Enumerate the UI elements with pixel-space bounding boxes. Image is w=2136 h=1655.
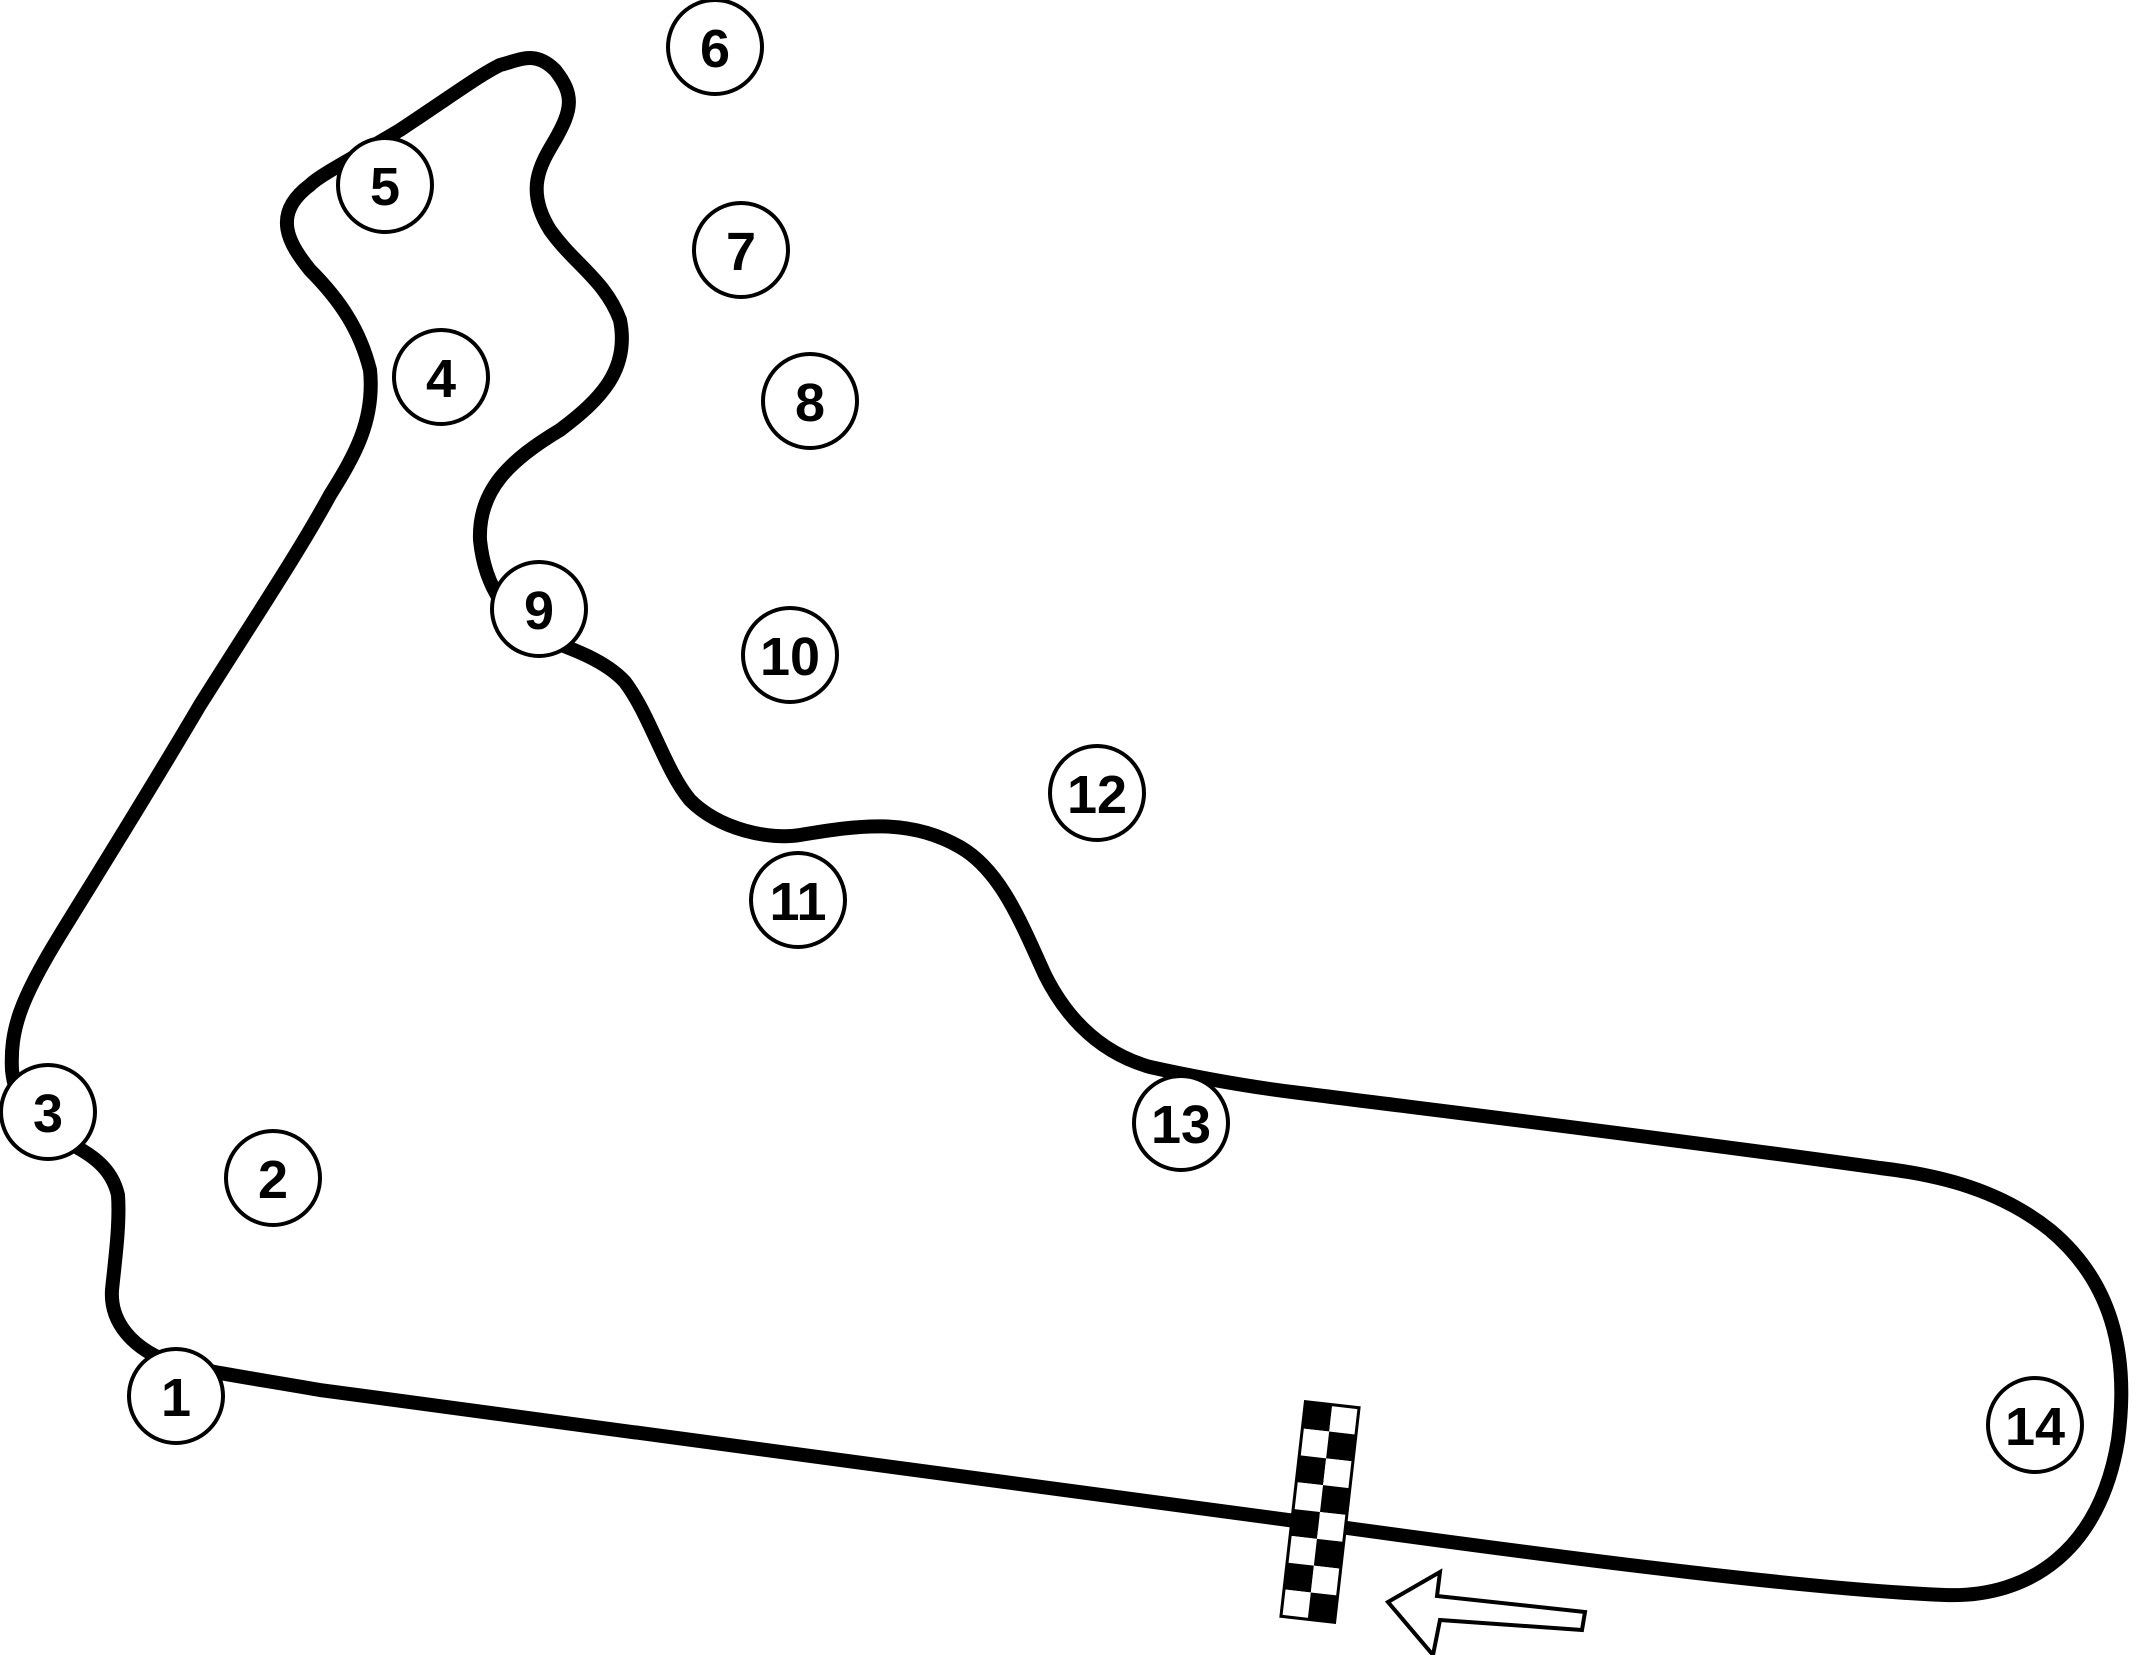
- flag-square: [1296, 1455, 1327, 1486]
- turn-number-label: 8: [795, 373, 825, 433]
- turn-marker-circle: [761, 352, 859, 450]
- flag-square: [1313, 1538, 1344, 1569]
- turn-marker-14: 14: [1986, 1376, 2084, 1474]
- turn-marker-7: 7: [692, 201, 790, 299]
- turn-marker-2: 2: [224, 1129, 322, 1227]
- turn-number-label: 1: [161, 1368, 191, 1428]
- turn-marker-circle: [392, 328, 490, 426]
- turn-marker-5: 5: [336, 136, 434, 234]
- flag-square: [1323, 1458, 1353, 1489]
- flag-frame: [1279, 1399, 1361, 1625]
- turn-number-label: 12: [1067, 765, 1127, 825]
- turn-marker-9: 9: [490, 560, 588, 658]
- turn-marker-circle: [741, 606, 839, 704]
- turn-number-label: 6: [700, 19, 730, 79]
- turn-marker-13: 13: [1132, 1074, 1230, 1172]
- flag-square: [1329, 1404, 1360, 1435]
- turn-number-label: 2: [258, 1150, 288, 1210]
- flag-square: [1310, 1565, 1341, 1596]
- turn-marker-circle: [1132, 1074, 1230, 1172]
- turn-marker-6: 6: [666, 0, 764, 96]
- turn-number-label: 10: [760, 627, 820, 687]
- flag-square: [1280, 1589, 1311, 1620]
- turn-number-label: 14: [2005, 1397, 2065, 1457]
- turn-marker-10: 10: [741, 606, 839, 704]
- turn-marker-4: 4: [392, 328, 490, 426]
- turn-number-label: 3: [33, 1084, 63, 1144]
- flag-square: [1284, 1562, 1314, 1593]
- turn-number-label: 9: [524, 581, 554, 641]
- direction-arrow-icon: [1384, 1568, 1588, 1655]
- turn-marker-circle: [1048, 744, 1146, 842]
- flag-square: [1290, 1508, 1320, 1539]
- turn-marker-11: 11: [749, 851, 847, 949]
- turn-marker-circle: [749, 851, 847, 949]
- turn-marker-circle: [666, 0, 764, 96]
- turn-marker-circle: [127, 1347, 225, 1445]
- turn-number-label: 7: [726, 222, 756, 282]
- turn-marker-circle: [1986, 1376, 2084, 1474]
- turn-number-label: 11: [769, 872, 826, 932]
- turn-marker-12: 12: [1048, 744, 1146, 842]
- flag-square: [1293, 1482, 1324, 1513]
- flag-square: [1299, 1428, 1330, 1459]
- flag-square: [1326, 1431, 1356, 1462]
- checkered-flag-icon: [1279, 1399, 1361, 1625]
- turn-marker-circle: [0, 1063, 97, 1161]
- turn-marker-circle: [224, 1129, 322, 1227]
- turn-marker-1: 1: [127, 1347, 225, 1445]
- flag-square: [1302, 1401, 1333, 1432]
- turn-marker-8: 8: [761, 352, 859, 450]
- flag-square: [1320, 1485, 1350, 1516]
- turn-marker-3: 3: [0, 1063, 97, 1161]
- turn-number-label: 13: [1151, 1095, 1211, 1155]
- flag-square: [1307, 1592, 1338, 1623]
- turn-marker-circle: [692, 201, 790, 299]
- turn-number-label: 5: [370, 157, 400, 217]
- turn-marker-circle: [336, 136, 434, 234]
- flag-square: [1316, 1512, 1347, 1542]
- turn-number-label: 4: [426, 349, 456, 409]
- turn-marker-circle: [490, 560, 588, 658]
- flag-square: [1287, 1535, 1317, 1566]
